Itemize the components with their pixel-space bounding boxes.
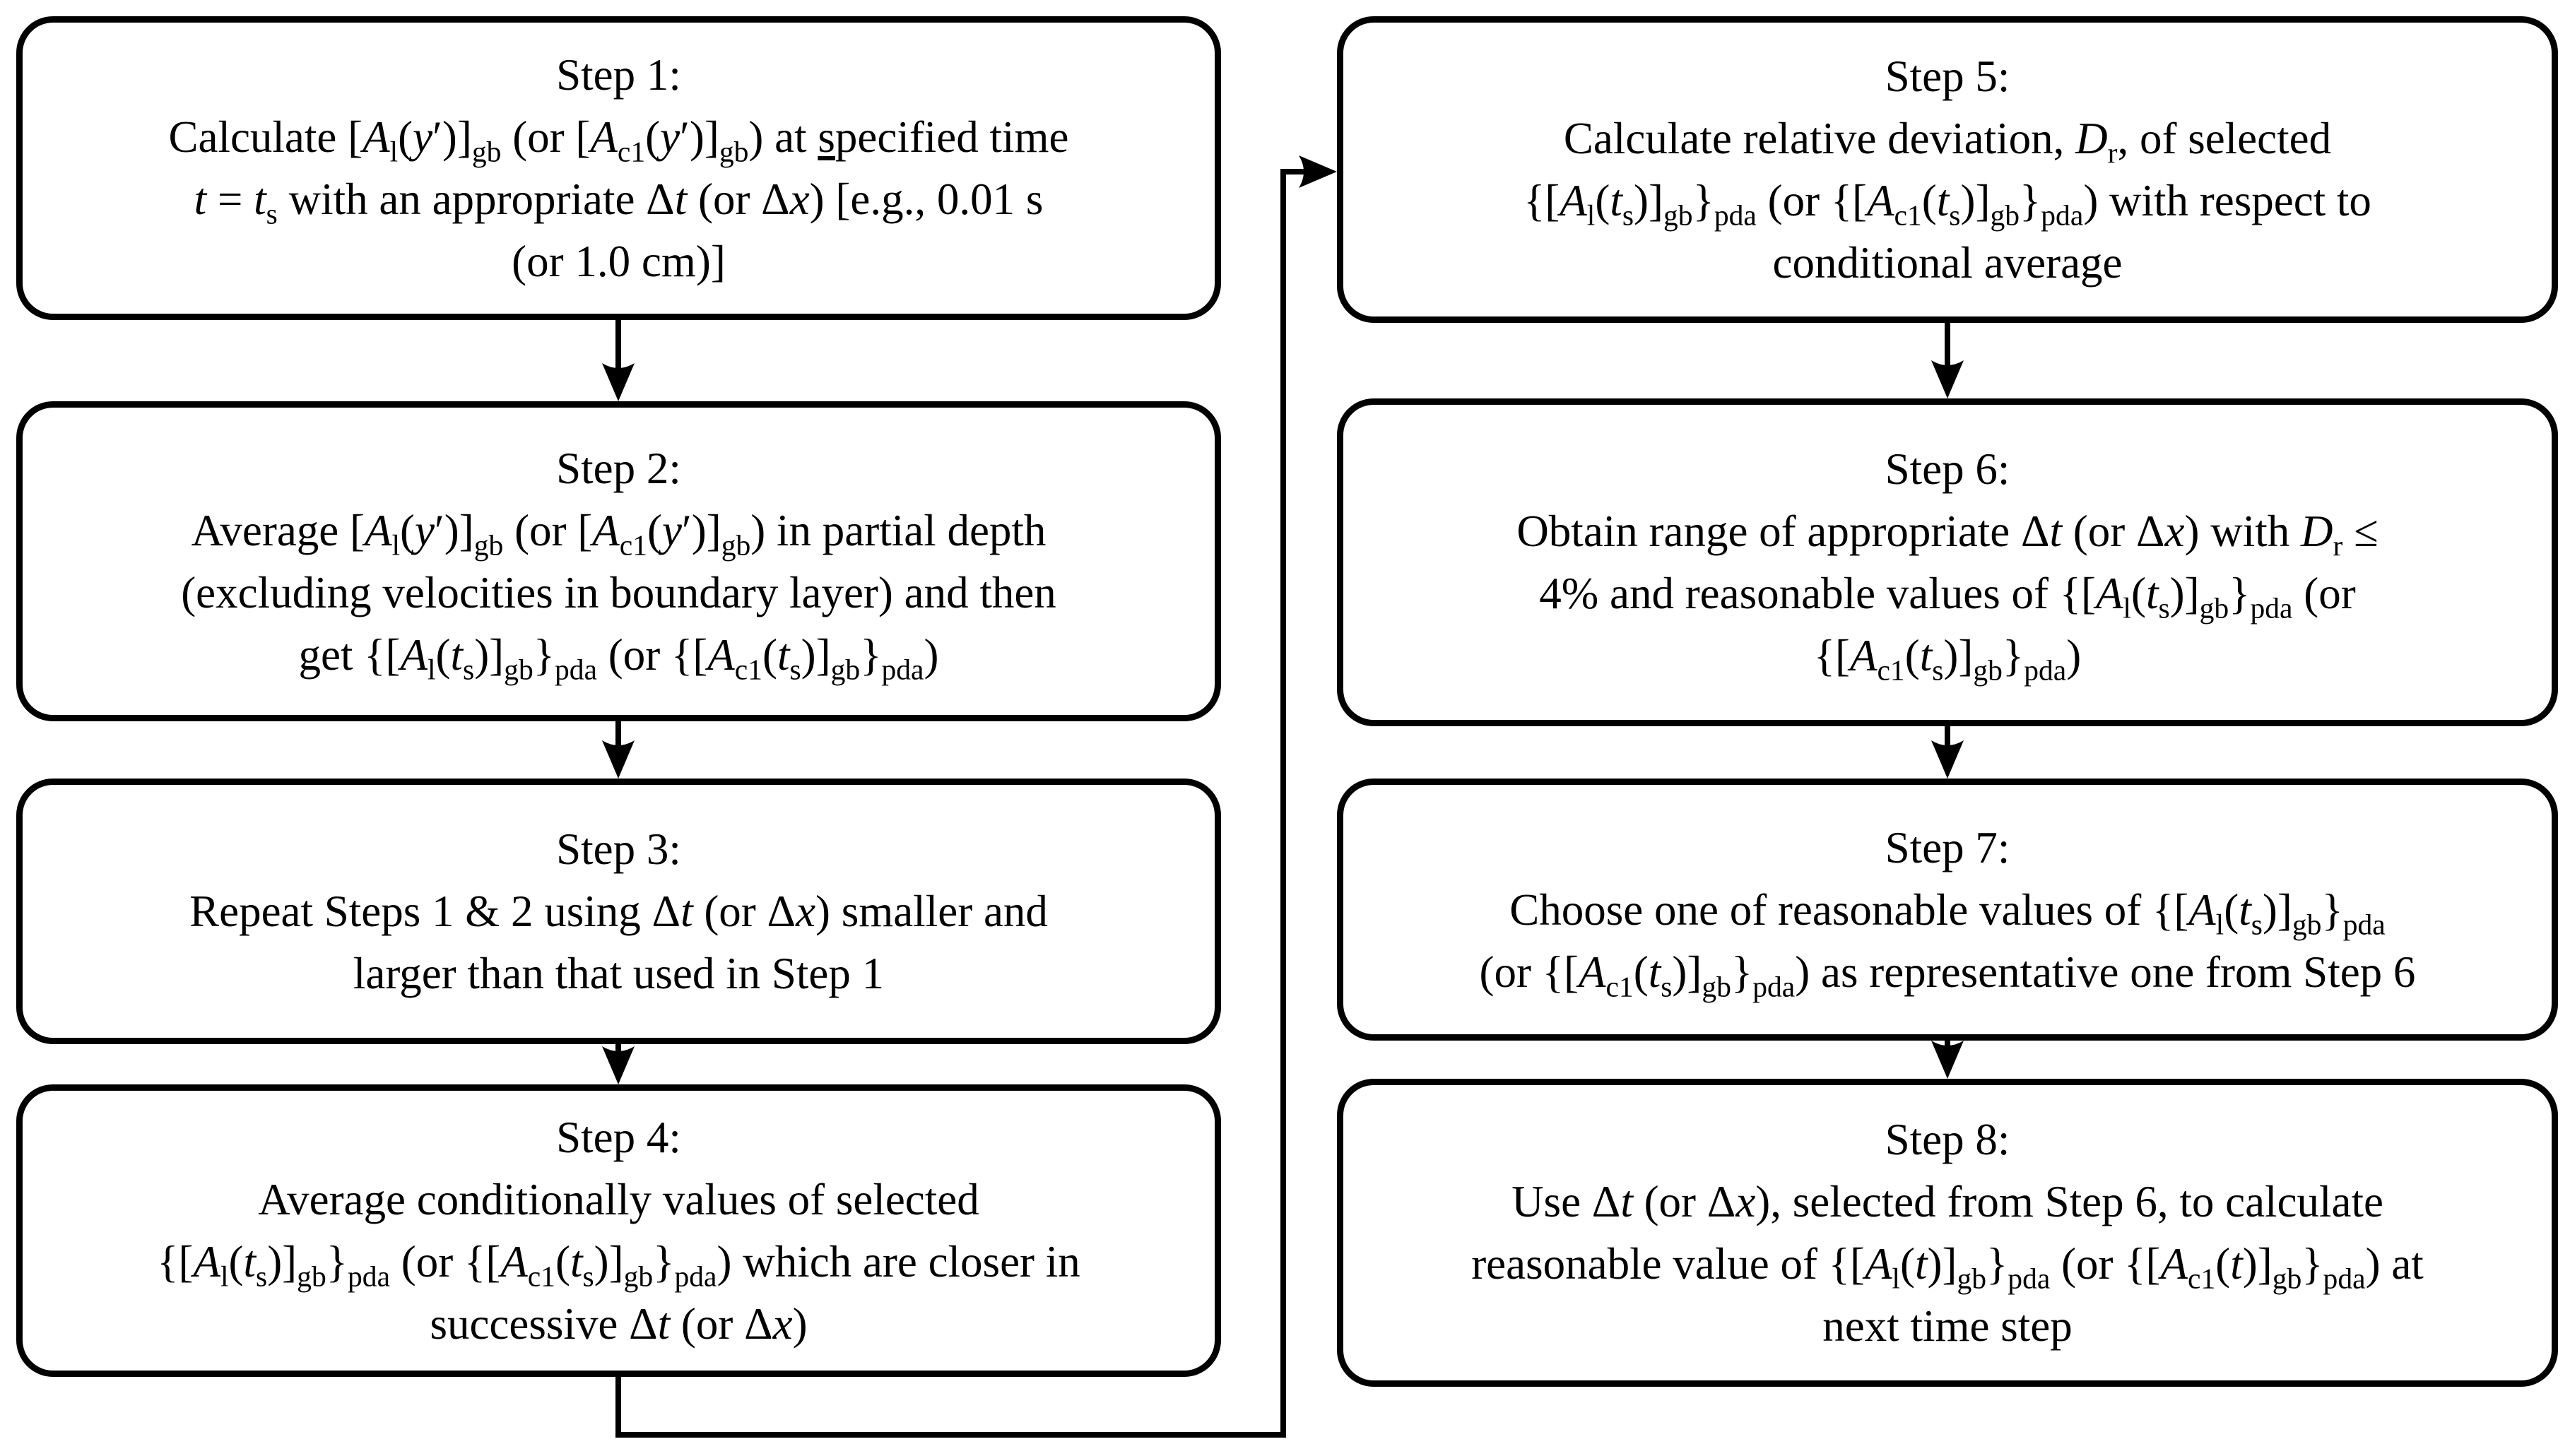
arrowhead-step4	[602, 1046, 635, 1084]
arrowhead-step5	[1299, 155, 1337, 188]
step-7-body: Choose one of reasonable values of {[Al(…	[1479, 884, 2416, 1003]
step-8-box: Step 8: Use Δt (or Δx), selected from St…	[1337, 1079, 2558, 1387]
step-8-body: Use Δt (or Δx), selected from Step 6, to…	[1471, 1177, 2424, 1351]
step-2-box: Step 2: Average [Al(y′)]gb (or [Ac1(y′)]…	[16, 401, 1221, 721]
step-4-body: Average conditionally values of selected…	[157, 1175, 1080, 1349]
step-1-title: Step 1:	[556, 50, 681, 100]
step-3-body: Repeat Steps 1 & 2 using Δt (or Δx) smal…	[189, 887, 1048, 998]
step-1-body: Calculate [Al(y′)]gb (or [Ac1(y′)]gb) at…	[168, 112, 1069, 286]
step-3-box: Step 3: Repeat Steps 1 & 2 using Δt (or …	[16, 779, 1221, 1044]
step-5-body: Calculate relative deviation, Dr, of sel…	[1523, 114, 2371, 288]
step-3-title: Step 3:	[556, 824, 681, 874]
arrowhead-step8	[1931, 1041, 1964, 1079]
step-1-box: Step 1: Calculate [Al(y′)]gb (or [Ac1(y′…	[16, 16, 1221, 320]
step-5-box: Step 5: Calculate relative deviation, Dr…	[1337, 16, 2558, 323]
step-7-title: Step 7:	[1885, 822, 2010, 872]
step-2-body: Average [Al(y′)]gb (or [Ac1(y′)]gb) in p…	[181, 505, 1056, 686]
step-8-title: Step 8:	[1885, 1115, 2010, 1164]
step-6-box: Step 6: Obtain range of appropriate Δt (…	[1337, 398, 2558, 726]
step-4-box: Step 4: Average conditionally values of …	[16, 1084, 1221, 1377]
arrowhead-step3	[602, 740, 635, 779]
step-4-title: Step 4:	[556, 1113, 681, 1162]
step-6-title: Step 6:	[1885, 444, 2010, 494]
step-7-box: Step 7: Choose one of reasonable values …	[1337, 779, 2558, 1041]
arrowhead-step7	[1931, 740, 1964, 779]
step-2-title: Step 2:	[556, 443, 681, 493]
step-5-title: Step 5:	[1885, 52, 2010, 101]
step-6-body: Obtain range of appropriate Δt (or Δx) w…	[1516, 507, 2379, 687]
arrowhead-step6	[1931, 360, 1964, 398]
arrowhead-step2	[602, 363, 635, 401]
